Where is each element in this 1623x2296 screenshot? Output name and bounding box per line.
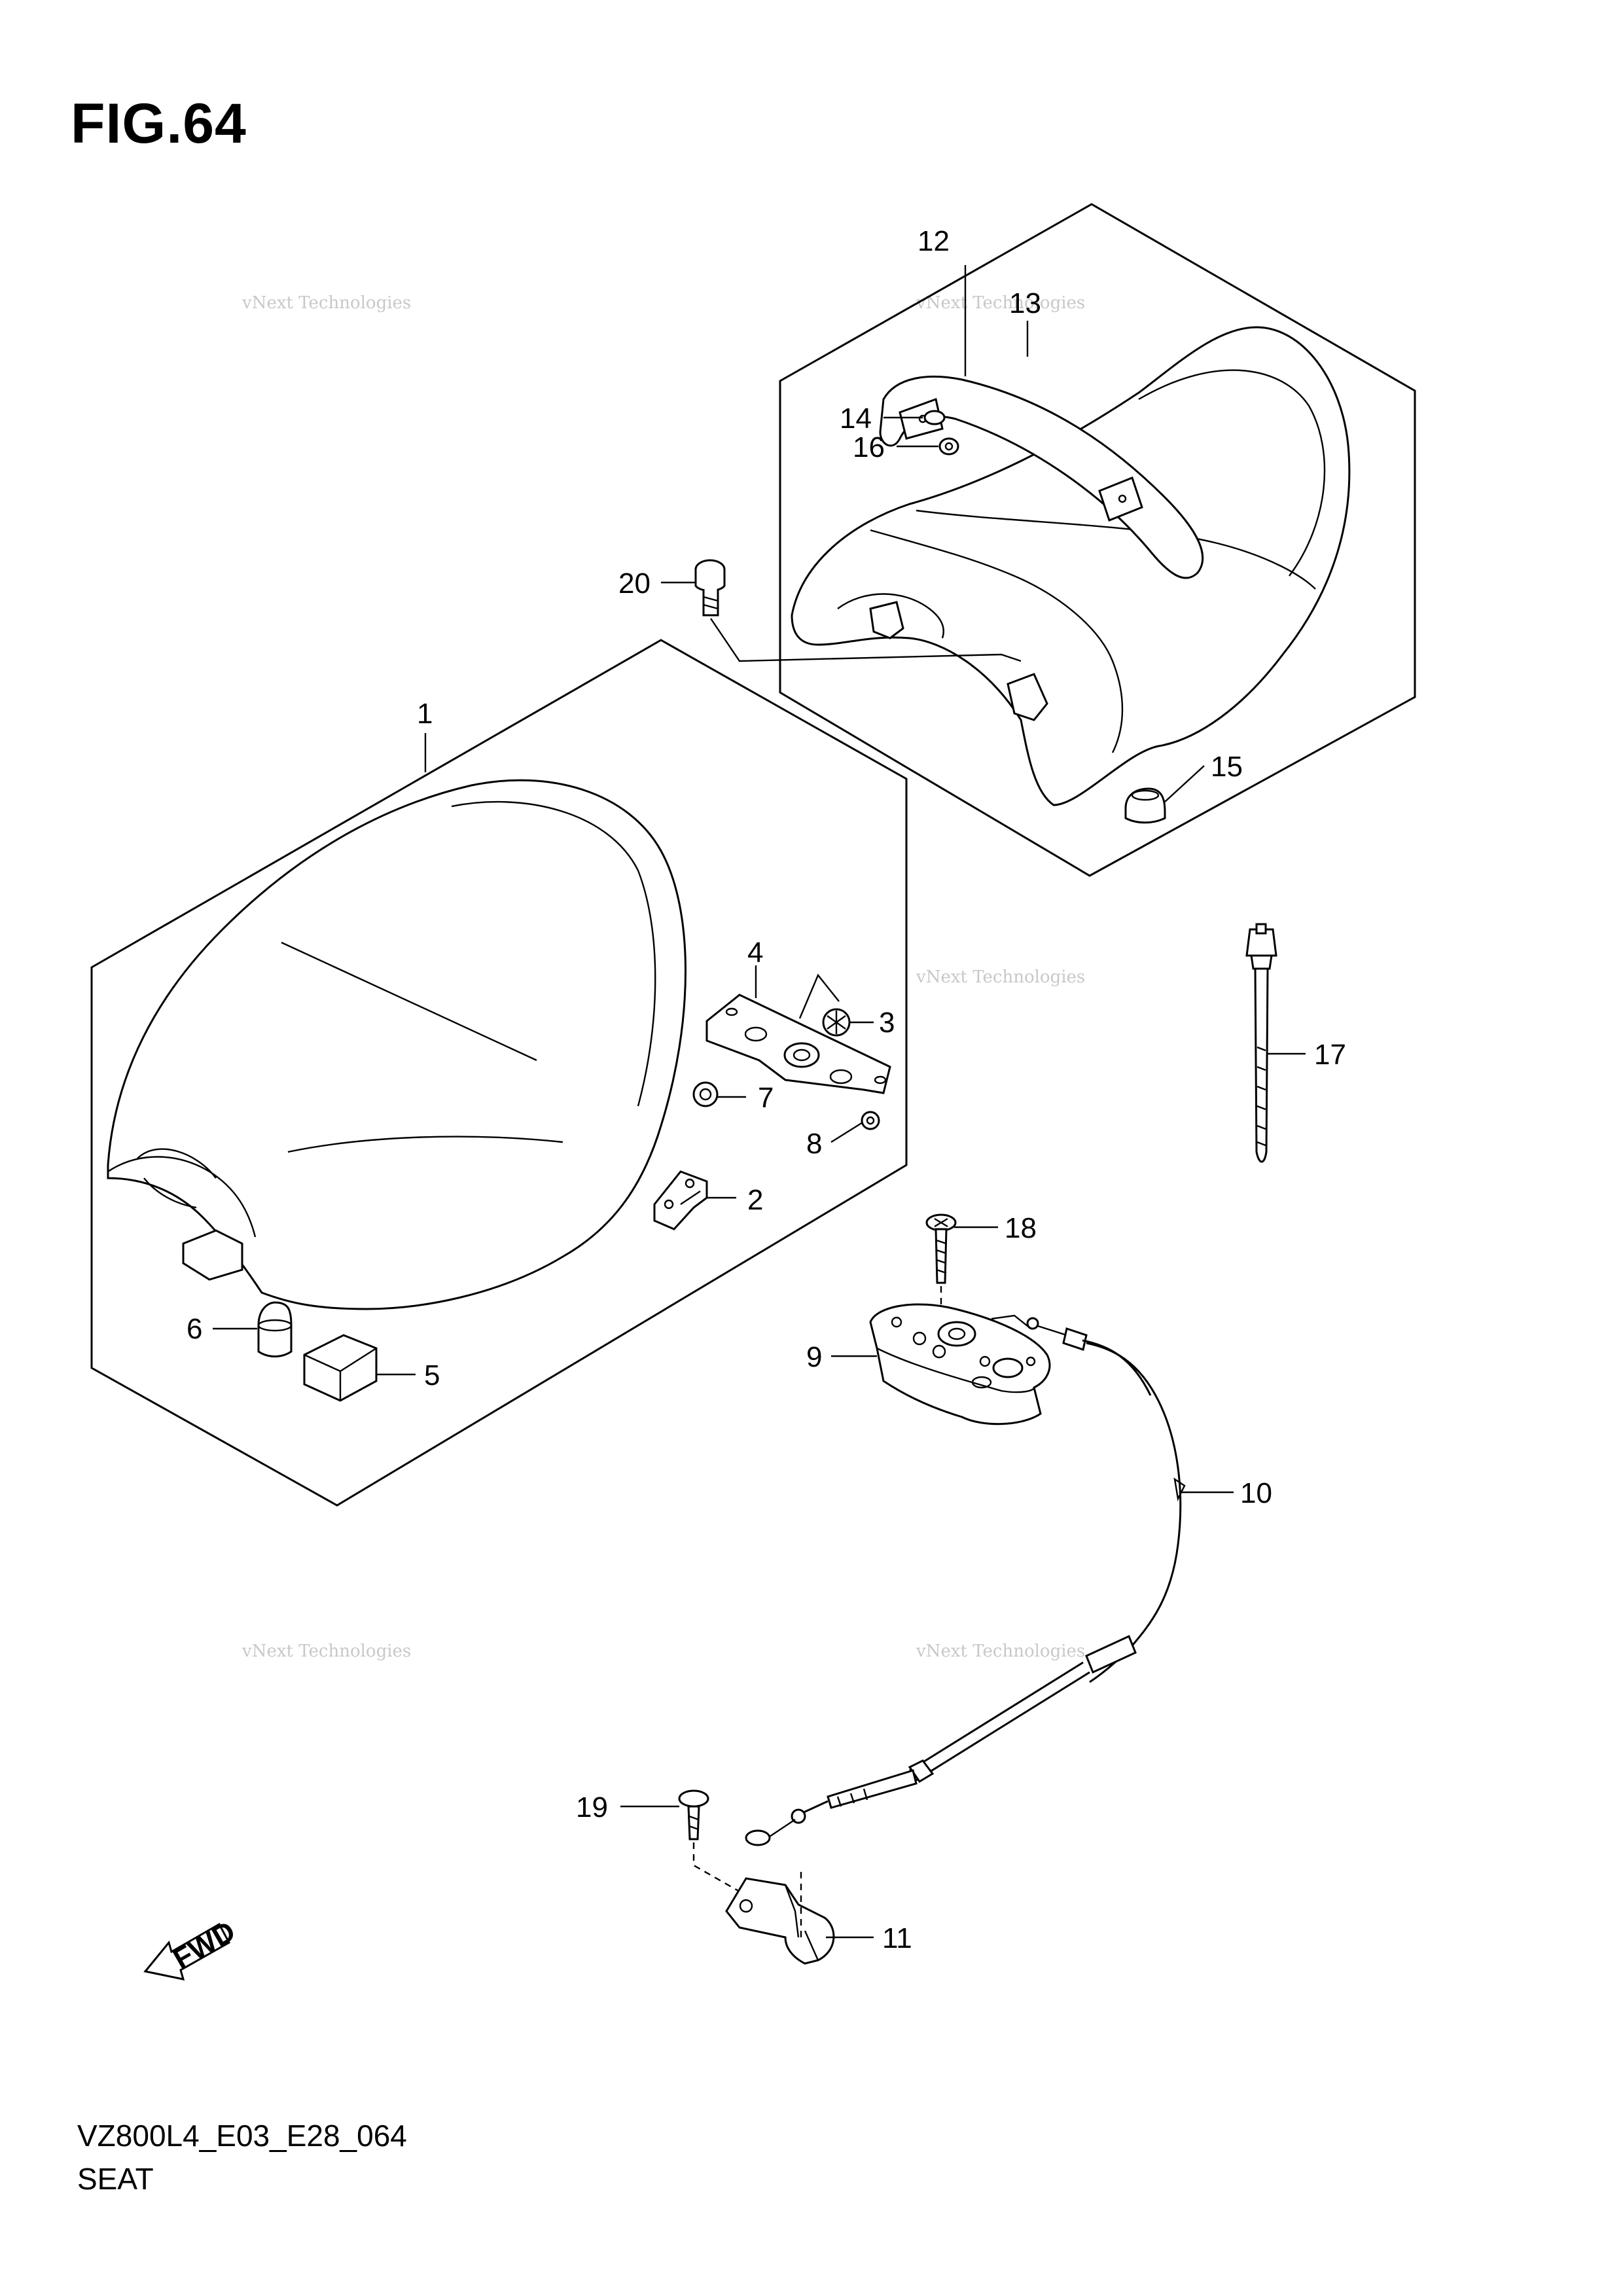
- screw-part-19: [678, 1789, 740, 1893]
- callout-13: 13: [1009, 287, 1041, 319]
- block-part-5: [303, 1334, 378, 1402]
- figure-title: FIG.64: [71, 92, 247, 155]
- callout-2: 2: [747, 1184, 763, 1216]
- callout-6: 6: [187, 1313, 202, 1345]
- callout-15: 15: [1211, 751, 1243, 783]
- bracket-part-4: [705, 994, 891, 1094]
- rider-seat-frame: [90, 639, 908, 1507]
- cable-part-10: [745, 1317, 1186, 1846]
- clip-part-2: [653, 1170, 708, 1230]
- passenger-seat: [791, 326, 1351, 806]
- grab-rail-part-13: [879, 376, 1204, 579]
- callout-20: 20: [618, 567, 651, 600]
- seat-lock-part-9: [869, 1303, 1051, 1426]
- callout-3: 3: [879, 1007, 895, 1039]
- bolt-part-20: [694, 559, 1022, 662]
- callout-14: 14: [840, 403, 872, 435]
- callout-7: 7: [758, 1082, 774, 1114]
- callout-19: 19: [576, 1791, 608, 1823]
- diagram-caption: SEAT: [77, 2162, 154, 2196]
- leader-line: [830, 1121, 863, 1143]
- bumper-part-15: [1124, 787, 1166, 824]
- leader-line: [798, 973, 840, 1019]
- callout-10: 10: [1240, 1477, 1272, 1509]
- fwd-arrow-icon: FWD: [143, 1915, 241, 1981]
- callout-17: 17: [1314, 1039, 1346, 1071]
- callout-4: 4: [747, 937, 763, 969]
- rider-seat: [107, 779, 687, 1310]
- grommet-part-3: [822, 1008, 851, 1037]
- callout-5: 5: [424, 1359, 440, 1391]
- callout-1: 1: [417, 698, 433, 730]
- callout-9: 9: [806, 1341, 822, 1373]
- washer-part-14: [923, 410, 946, 425]
- callout-8: 8: [806, 1128, 822, 1160]
- callout-18: 18: [1005, 1212, 1037, 1244]
- nut-part-16: [938, 437, 959, 456]
- strap-part-17: [1245, 923, 1277, 1163]
- washer-part-8: [861, 1111, 880, 1130]
- cushion-part-6: [257, 1301, 293, 1357]
- callout-12: 12: [918, 225, 950, 257]
- screw-part-18: [925, 1213, 957, 1312]
- leader-line: [1164, 765, 1205, 802]
- callout-16: 16: [853, 431, 885, 463]
- diagram-code: VZ800L4_E03_E28_064: [77, 2119, 407, 2153]
- bracket-part-11: [725, 1872, 835, 1965]
- fwd-label: FWD: [168, 1915, 240, 1976]
- nut-part-7: [692, 1081, 719, 1107]
- passenger-seat-frame: [779, 203, 1416, 877]
- callout-11: 11: [882, 1922, 912, 1954]
